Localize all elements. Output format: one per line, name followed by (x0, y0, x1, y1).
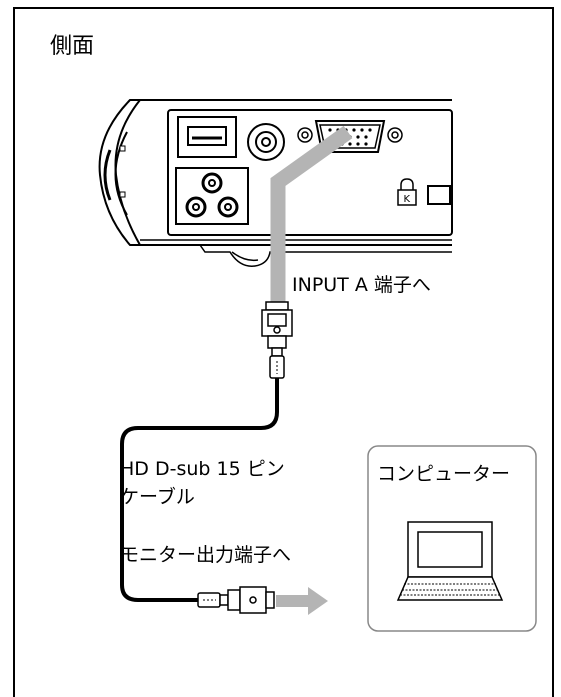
cable-label-line1: HD D-sub 15 ピン (120, 458, 285, 480)
svg-text:K: K (404, 194, 411, 205)
cable-path-to-projector (270, 125, 353, 305)
cable-label-line2: ケーブル (120, 486, 195, 508)
figure-frame (13, 7, 554, 697)
laptop-icon (396, 521, 504, 601)
vga-connector-bottom (197, 586, 275, 614)
page-title: 側面 (50, 34, 95, 59)
vga-connector-top (261, 301, 293, 379)
input-a-label: INPUT A 端子へ (292, 274, 431, 296)
kensington-lock-icon: K (397, 178, 417, 206)
arrow-right-icon (276, 587, 328, 615)
cable (120, 378, 279, 602)
monitor-out-label: モニター出力端子へ (120, 544, 292, 566)
computer-label: コンピューター (377, 463, 511, 485)
projector-side (98, 99, 453, 267)
